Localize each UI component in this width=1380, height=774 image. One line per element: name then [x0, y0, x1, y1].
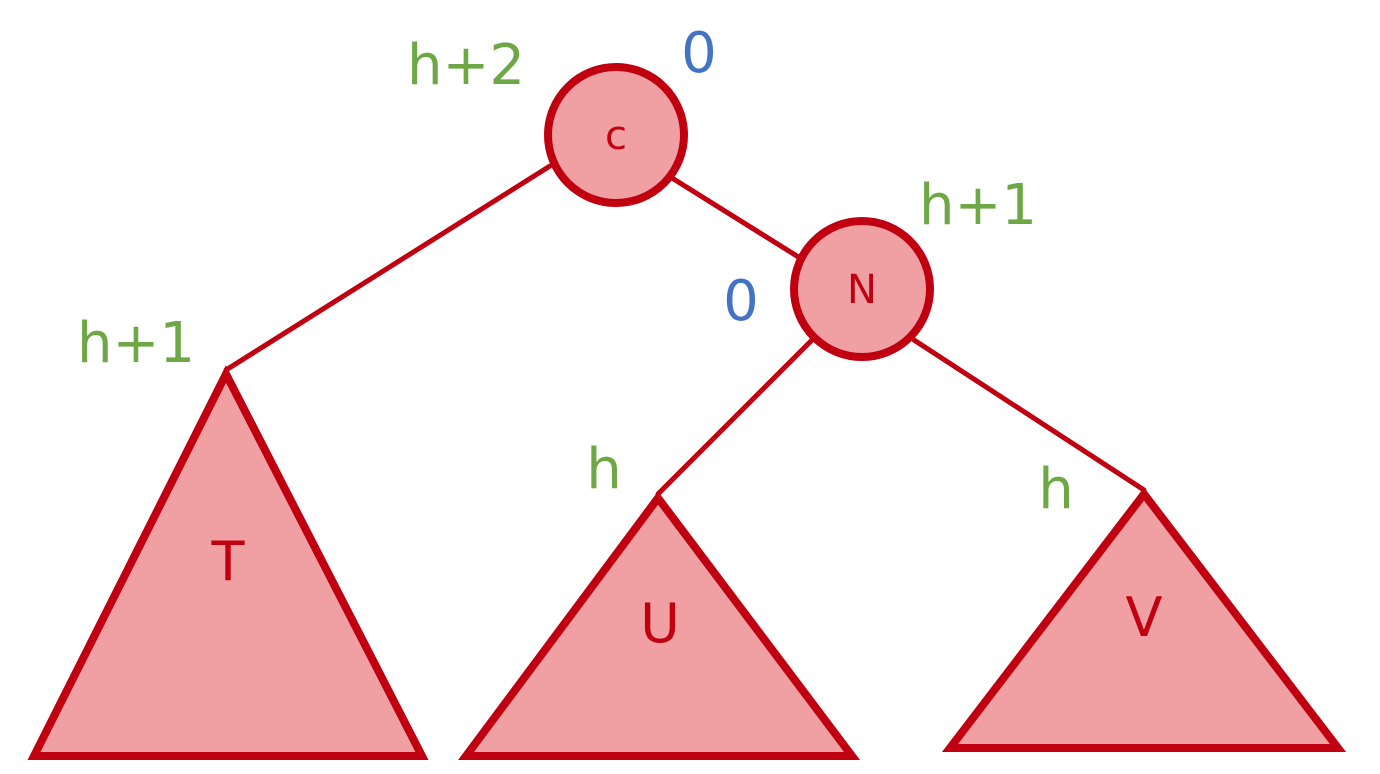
edge-c-to-n [669, 175, 803, 261]
node-n-balance-label: 0 [723, 269, 759, 334]
node-c-height-label: h+2 [407, 33, 525, 98]
subtree-t-triangle [27, 365, 429, 760]
subtree-u-label: U [640, 592, 680, 655]
edge-c-to-t [223, 163, 553, 373]
subtree-v-label: V [1126, 586, 1163, 649]
node-n-label: N [847, 267, 877, 313]
subtree-u-triangle [458, 491, 861, 760]
node-c-circle [544, 63, 688, 207]
edge-n-to-u [655, 337, 815, 497]
subtree-t-label: T [211, 530, 246, 593]
node-c-label: c [605, 113, 627, 159]
subtree-t-height-label: h+1 [77, 311, 195, 376]
subtree-v-height-label: h [1038, 457, 1074, 522]
subtree-u-height-label: h [586, 437, 622, 502]
edge-n-to-v [911, 337, 1147, 493]
subtree-v-triangle [941, 487, 1347, 752]
node-n-height-label: h+1 [919, 173, 1037, 238]
node-c-balance-label: 0 [681, 21, 717, 86]
node-n-circle [790, 217, 934, 361]
